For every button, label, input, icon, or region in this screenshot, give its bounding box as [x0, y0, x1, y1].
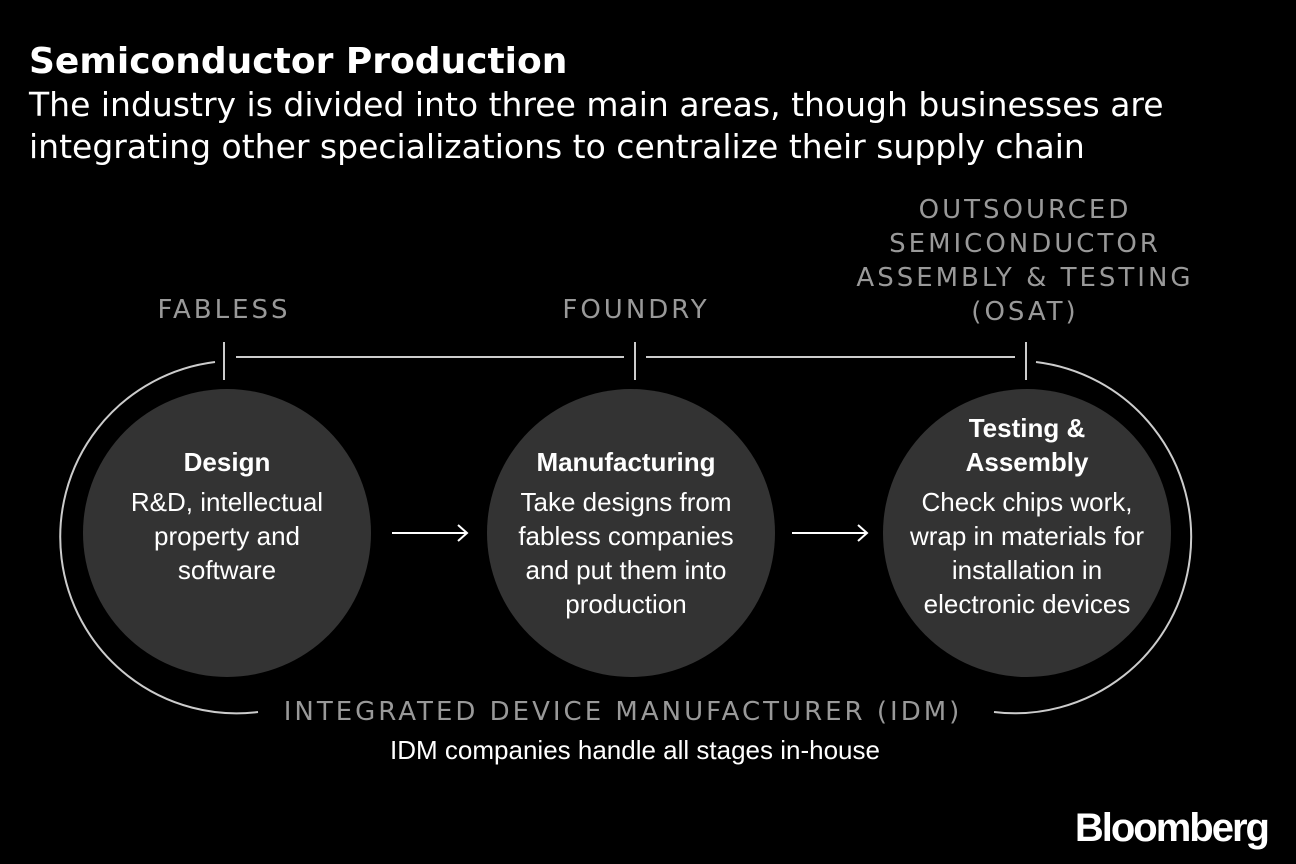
idm-note: IDM companies handle all stages in-house: [390, 735, 880, 765]
stage-label-foundry: FOUNDRY: [562, 295, 710, 325]
stage-circle-manufacturing: [487, 389, 775, 677]
stage-manufacturing-title: Manufacturing: [536, 447, 716, 477]
flow-arrow-icon: [792, 524, 869, 542]
stage-testing-title: Testing & Assembly: [965, 413, 1089, 477]
stage-design-description: R&D, intellectual property and software: [130, 487, 324, 585]
stage-design-title: Design: [183, 447, 271, 477]
idm-bracket-right: [993, 361, 1193, 715]
stage-design: Design R&D, intellectual property and so…: [107, 445, 347, 587]
stage-manufacturing: Manufacturing Take designs from fabless …: [501, 445, 751, 621]
stage-testing: Testing & Assembly Check chips work, wra…: [897, 411, 1157, 621]
stage-label-fabless: FABLESS: [157, 295, 291, 325]
stage-circle-testing: [883, 389, 1171, 677]
stage-manufacturing-description: Take designs from fabless companies and …: [518, 487, 734, 619]
bloomberg-logo: Bloomberg: [1074, 806, 1270, 850]
idm-label: INTEGRATED DEVICE MANUFACTURER (IDM): [283, 697, 963, 727]
chart-subtitle: The industry is divided into three main …: [29, 85, 1164, 166]
stage-testing-description: Check chips work, wrap in materials for …: [909, 487, 1145, 619]
idm-bracket-left: [59, 361, 259, 715]
flow-arrow-icon: [392, 524, 469, 542]
stage-label-osat: OUTSOURCED SEMICONDUCTOR ASSEMBLY & TEST…: [856, 195, 1194, 327]
stage-circle-design: [83, 389, 371, 677]
chart-title: Semiconductor Production: [29, 41, 568, 82]
